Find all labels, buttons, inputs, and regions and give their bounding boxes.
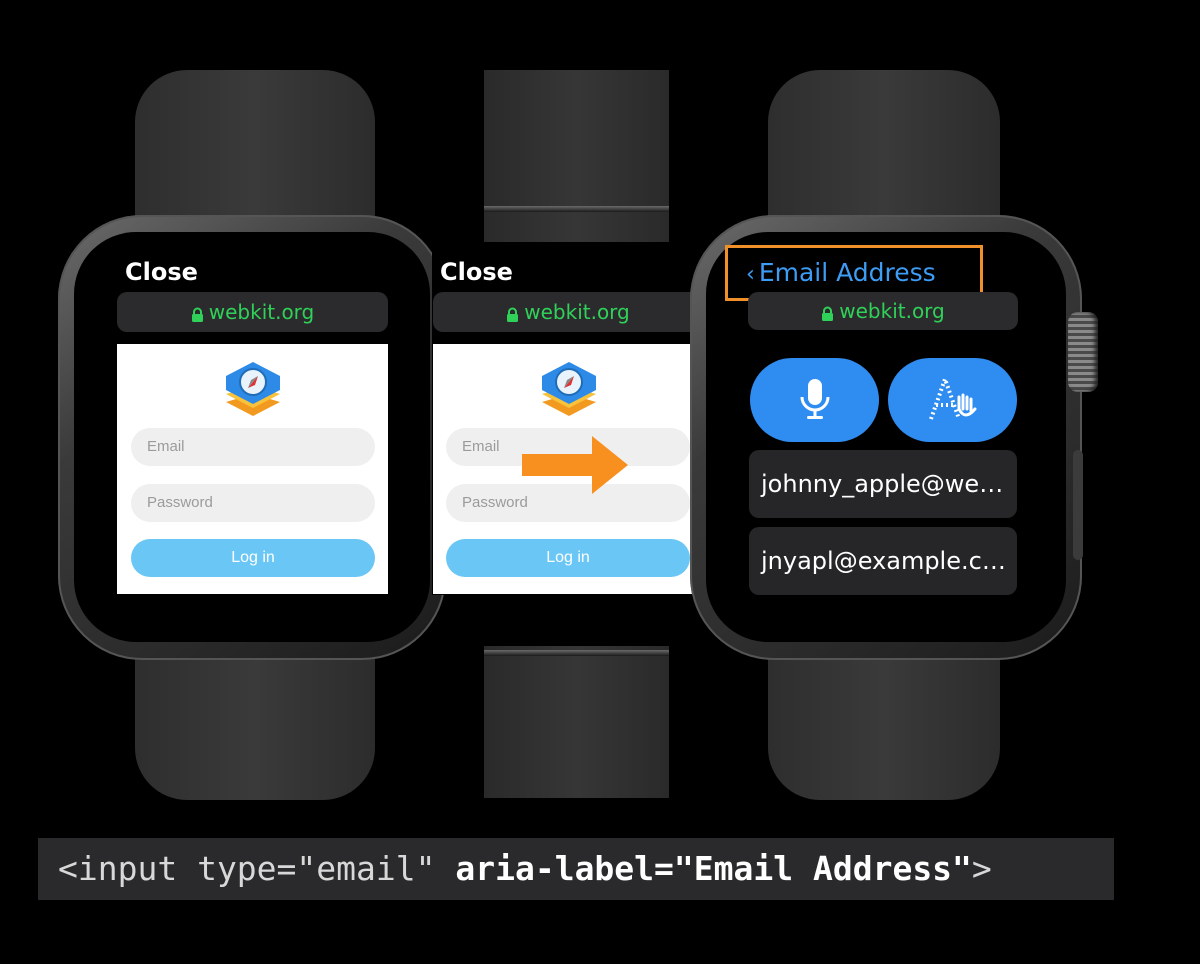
url-text: webkit.org (524, 300, 630, 324)
webkit-logo-icon (226, 362, 280, 416)
lock-icon (191, 304, 204, 322)
webkit-logo-icon (542, 362, 596, 416)
digital-crown[interactable] (1068, 312, 1098, 392)
scribble-button[interactable] (888, 358, 1017, 442)
url-bar[interactable]: webkit.org (748, 292, 1018, 330)
password-field[interactable]: Password (131, 484, 375, 522)
side-button[interactable] (1073, 450, 1083, 560)
watch-2-strap-top (484, 70, 669, 242)
back-button[interactable]: ‹Email Address (746, 258, 936, 287)
watch-2-strap-bottom (484, 646, 669, 798)
url-bar[interactable]: webkit.org (117, 292, 388, 332)
chevron-left-icon: ‹ (746, 262, 755, 287)
password-field[interactable]: Password (446, 484, 690, 522)
lock-icon (506, 304, 519, 322)
dictation-button[interactable] (750, 358, 879, 442)
suggestion-item[interactable]: johnny_apple@we… (749, 450, 1017, 518)
scribble-icon (928, 375, 976, 420)
back-label-text: Email Address (758, 258, 936, 287)
login-button[interactable]: Log in (131, 539, 375, 577)
url-text: webkit.org (208, 300, 315, 324)
code-caption: <input type="email" aria-label="Email Ad… (38, 838, 1114, 900)
code-suffix: > (971, 849, 992, 888)
email-field[interactable]: Email (131, 428, 375, 466)
url-bar[interactable]: webkit.org (433, 292, 703, 332)
url-text: webkit.org (839, 299, 945, 323)
suggestion-item[interactable]: jnyapl@example.c… (749, 527, 1017, 595)
lock-icon (821, 303, 834, 321)
arrow-right-icon (522, 436, 628, 494)
code-highlight: aria-label="Email Address" (455, 849, 972, 888)
watch-2-band-edge-top (484, 206, 669, 212)
watch-2-band-edge-bottom (484, 650, 669, 656)
microphone-icon (800, 379, 829, 419)
close-button[interactable]: Close (125, 258, 198, 286)
login-button[interactable]: Log in (446, 539, 690, 577)
close-button[interactable]: Close (440, 258, 513, 286)
login-page: Email Password Log in (117, 344, 388, 594)
code-prefix: <input type="email" (58, 849, 456, 888)
